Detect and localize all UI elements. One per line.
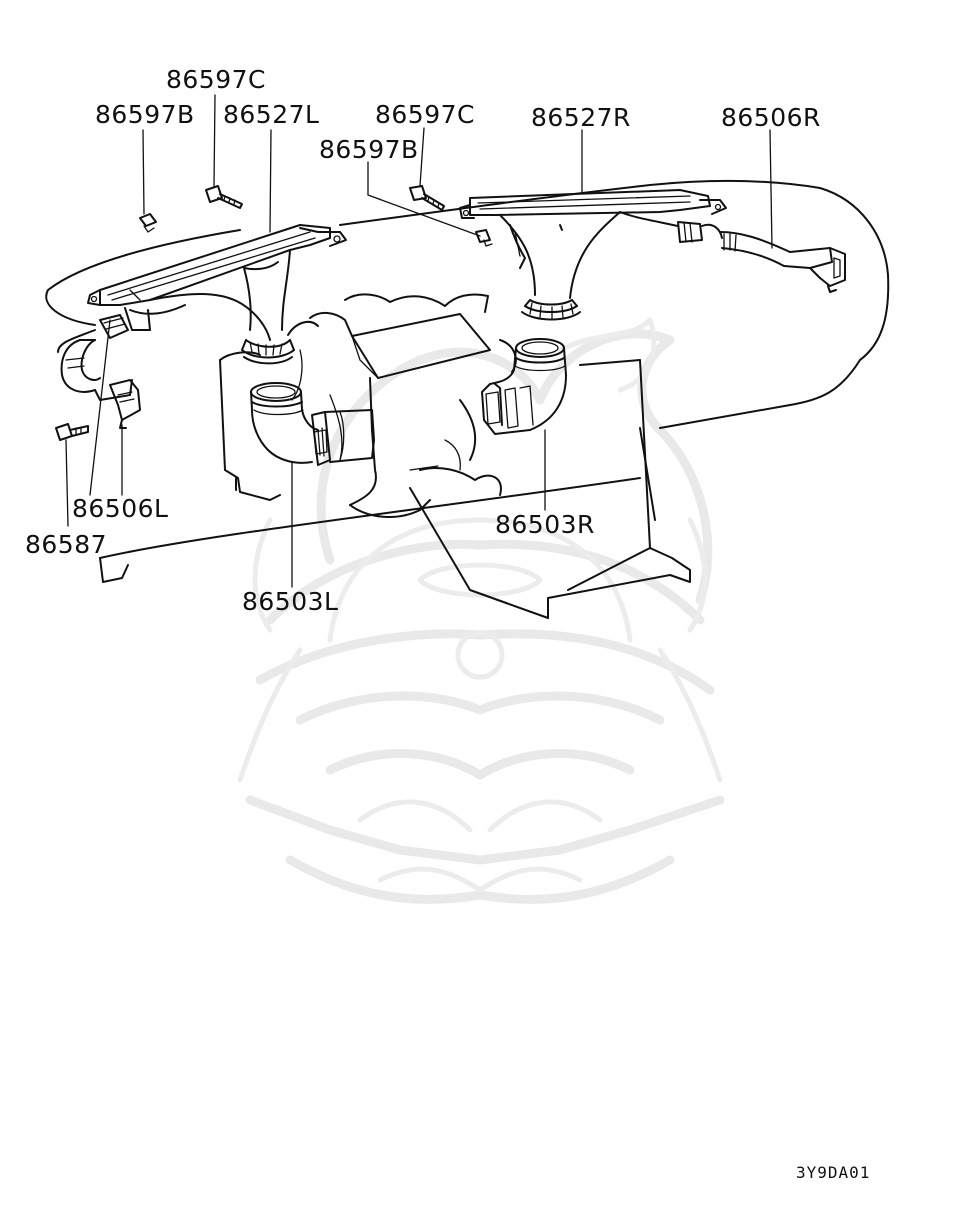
samurai-helmet-icon xyxy=(237,317,725,904)
duct-86506r xyxy=(677,221,846,293)
label-86506r: 86506R xyxy=(721,103,821,132)
clip-86597b-right xyxy=(475,229,493,247)
label-86503r: 86503R xyxy=(495,510,595,539)
dashboard-outline xyxy=(45,179,890,619)
heater-unit xyxy=(219,293,517,518)
label-86527l: 86527L xyxy=(223,100,320,129)
diagram-code: 3Y9DA01 xyxy=(796,1163,871,1182)
bolt-86597c-left xyxy=(205,185,243,209)
label-86597b-left: 86597B xyxy=(95,100,195,129)
label-86597b-right: 86597B xyxy=(319,135,419,164)
label-86506l: 86506L xyxy=(72,494,169,523)
label-86597c-left: 86597C xyxy=(166,65,266,94)
label-86597c-right: 86597C xyxy=(375,100,475,129)
duct-86503l xyxy=(250,382,375,466)
label-86527r: 86527R xyxy=(531,103,631,132)
duct-86506l xyxy=(60,314,141,429)
clip-86597b-left xyxy=(139,213,157,233)
label-86503l: 86503L xyxy=(242,587,339,616)
label-86587: 86587 xyxy=(25,530,108,559)
duct-86503r xyxy=(481,338,567,435)
duct-86527r xyxy=(459,189,727,321)
duct-86527l xyxy=(87,224,347,365)
bolt-86597c-right xyxy=(409,185,445,211)
leader-lines xyxy=(65,94,773,588)
screw-86587 xyxy=(55,423,89,441)
